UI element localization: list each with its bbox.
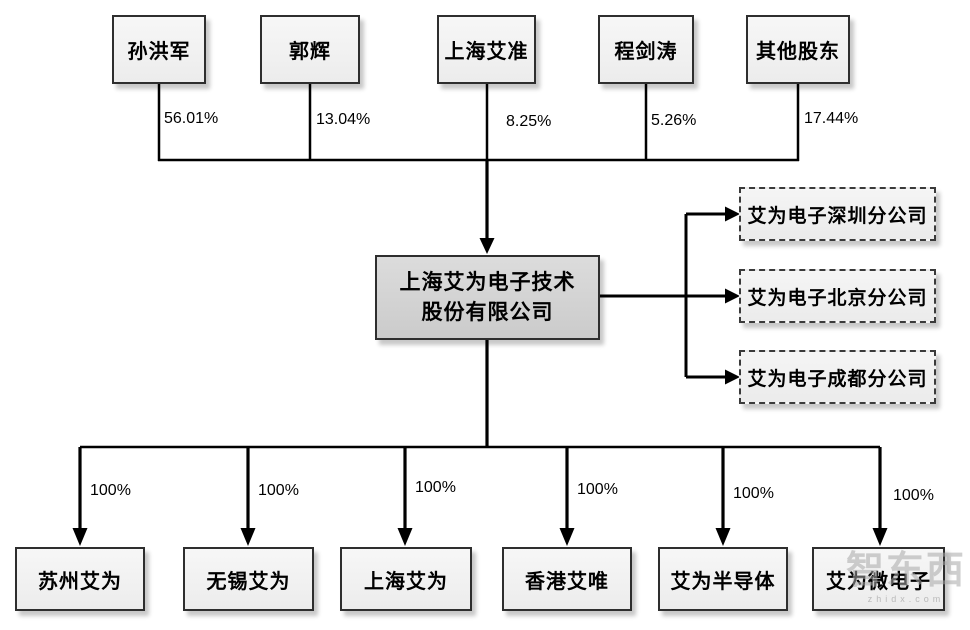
subsidiary-box-2: 无锡艾为 [183,547,314,611]
subsidiary-box-1: 苏州艾为 [15,547,145,611]
shareholder-box-5: 其他股东 [746,15,850,84]
sub-stake-label-1: 100% [90,482,131,499]
subsidiary-box-6: 艾为微电子 [812,547,945,611]
subsidiary-box-4: 香港艾唯 [502,547,632,611]
parent-company-name: 上海艾为电子技术 股份有限公司 [400,268,576,328]
parent-company-name-line1: 上海艾为电子技术 [399,270,576,294]
subsidiary-bus-lines [78,340,882,529]
sub-stake-label-2: 100% [258,482,299,499]
stake-label-3: 8.25% [506,113,552,130]
sub-stake-label-3: 100% [415,479,456,496]
stake-label-1: 56.01% [164,110,219,127]
sub-stake-label-6: 100% [893,487,934,504]
parent-company-name-line2: 股份有限公司 [421,300,554,324]
stake-label-5: 17.44% [804,110,859,127]
shareholder-box-4: 程剑涛 [598,15,694,84]
arrow-into-parent [479,160,495,254]
parent-company-box: 上海艾为电子技术 股份有限公司 [375,255,600,340]
subsidiary-box-5: 艾为半导体 [658,547,788,611]
shareholder-box-1: 孙洪军 [112,15,206,84]
branch-office-box-3: 艾为电子成都分公司 [739,350,936,404]
branch-office-arrowheads [725,206,740,385]
stake-label-4: 5.26% [651,112,697,129]
shareholder-box-2: 郭辉 [260,15,360,84]
subsidiary-box-3: 上海艾为 [340,547,472,611]
sub-stake-label-5: 100% [733,485,774,502]
branch-office-box-2: 艾为电子北京分公司 [739,269,936,323]
branch-office-lines [600,212,727,379]
shareholder-stub-lines [157,84,800,162]
subsidiary-arrowheads [72,528,888,546]
stake-label-2: 13.04% [316,111,371,128]
sub-stake-label-4: 100% [577,481,618,498]
shareholder-box-3: 上海艾准 [437,15,536,84]
branch-office-box-1: 艾为电子深圳分公司 [739,187,936,241]
